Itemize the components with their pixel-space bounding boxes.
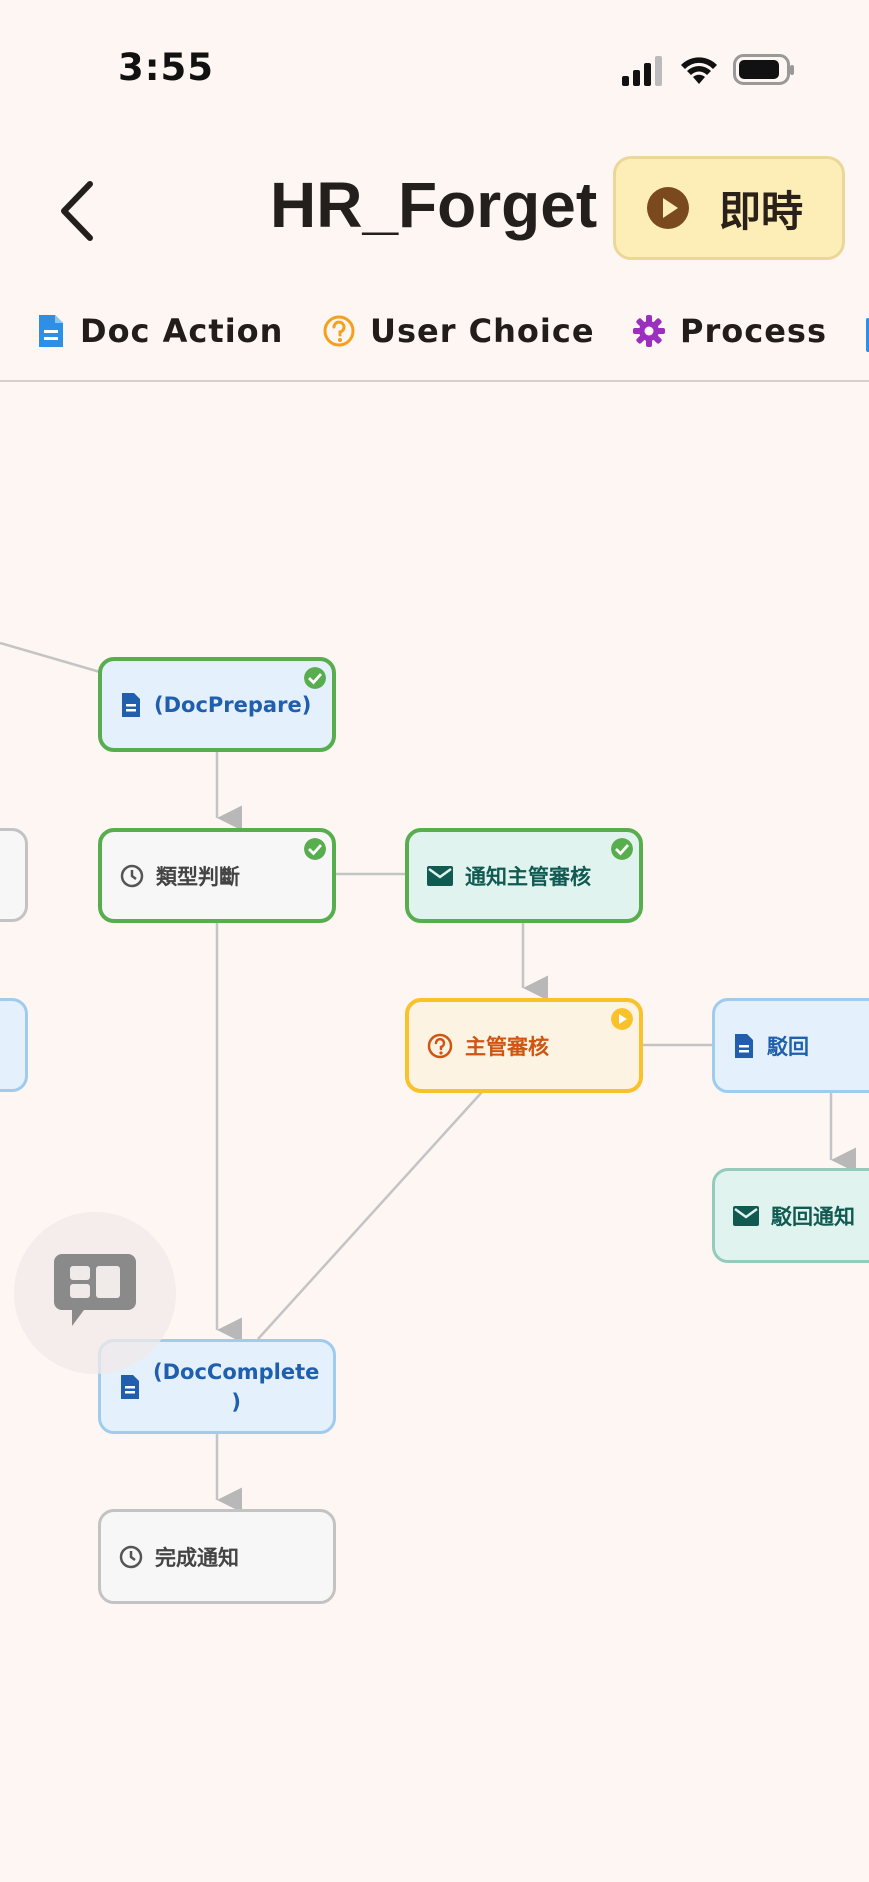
- document-icon: [39, 315, 63, 347]
- flow-node-doc-prepare[interactable]: (DocPrepare): [98, 657, 336, 752]
- node-label: (DocPrepare): [154, 692, 312, 717]
- node-label-line: (DocComplete: [153, 1359, 320, 1384]
- chat-bubble-icon: [54, 1254, 136, 1326]
- node-label: 類型判斷: [156, 864, 240, 889]
- clock-icon: [120, 864, 144, 887]
- cellular-signal-icon: [622, 56, 662, 86]
- flow-node-notify-manager[interactable]: 通知主管審核: [405, 828, 643, 923]
- flow-node-partial[interactable]: [0, 828, 28, 922]
- completed-check-icon: [304, 838, 326, 860]
- running-play-icon: [611, 1008, 633, 1030]
- legend-bar[interactable]: Doc Action User Choice Process: [0, 300, 869, 382]
- play-icon: [647, 187, 689, 229]
- node-label: 主管審核: [465, 1034, 549, 1059]
- legend-label: Doc Action: [80, 312, 284, 350]
- legend-process[interactable]: Process: [632, 312, 827, 350]
- node-label: 駁回: [767, 1034, 809, 1059]
- mail-icon: [733, 1205, 759, 1226]
- back-button[interactable]: [52, 176, 102, 246]
- node-label: 完成通知: [155, 1545, 239, 1570]
- clock-icon: [119, 1545, 143, 1568]
- node-label-line: ): [231, 1389, 241, 1414]
- flow-node-partial[interactable]: [0, 998, 28, 1092]
- battery-icon: [733, 54, 794, 85]
- document-icon: [121, 1374, 139, 1399]
- node-label: 駁回通知: [771, 1204, 855, 1229]
- legend-overflow-icon: [866, 318, 869, 352]
- question-circle-icon: [323, 315, 355, 347]
- node-label: (DocComplete ): [153, 1357, 319, 1417]
- live-button-label: 即時: [719, 186, 804, 236]
- flow-node-complete-notify[interactable]: 完成通知: [98, 1509, 336, 1604]
- chat-fab-button[interactable]: [14, 1212, 176, 1374]
- legend-user-choice[interactable]: User Choice: [322, 312, 595, 350]
- question-circle-icon: [427, 1033, 453, 1058]
- legend-label: Process: [680, 312, 827, 350]
- flow-node-reject[interactable]: 駁回: [712, 998, 869, 1093]
- mail-icon: [427, 865, 453, 886]
- legend-doc-action[interactable]: Doc Action: [36, 312, 283, 350]
- wifi-icon: [681, 57, 717, 84]
- legend-label: User Choice: [370, 312, 595, 350]
- status-time: 3:55: [118, 46, 215, 89]
- flow-node-reject-notify[interactable]: 駁回通知: [712, 1168, 869, 1263]
- document-icon: [735, 1033, 753, 1058]
- node-label: 通知主管審核: [465, 864, 591, 889]
- completed-check-icon: [304, 667, 326, 689]
- flow-node-manager-review[interactable]: 主管審核: [405, 998, 643, 1093]
- live-button[interactable]: 即時: [613, 156, 845, 260]
- gear-icon: [633, 315, 665, 347]
- flow-node-type-check[interactable]: 類型判斷: [98, 828, 336, 923]
- document-icon: [122, 692, 140, 717]
- page-title: HR_Forget: [270, 169, 598, 241]
- completed-check-icon: [611, 838, 633, 860]
